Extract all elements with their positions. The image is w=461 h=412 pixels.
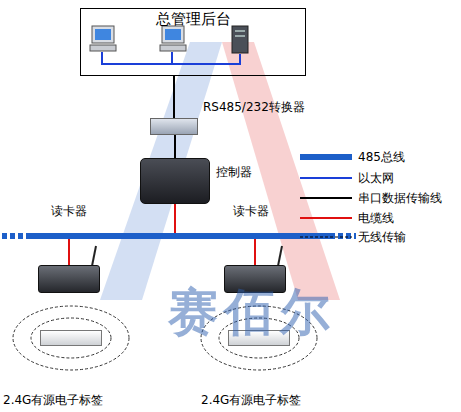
bus-dashed-end (330, 233, 356, 239)
legend-label: 以太网 (358, 171, 394, 185)
legend-label: 电缆线 (358, 211, 394, 225)
node-label: RS485/232转换器 (203, 100, 305, 114)
backend-box: 总管理后台 (80, 8, 306, 76)
node-label: 2.4G有源电子标签 (3, 393, 103, 407)
converter-device: RS485/232转换器 (150, 118, 198, 135)
node-label: 2.4G有源电子标签 (201, 393, 301, 407)
ethernet-line (102, 52, 240, 64)
node-label: 总管理后台 (81, 10, 305, 28)
node-label: 读卡器 (233, 204, 269, 218)
watermark-text: 赛佰尔 (168, 284, 336, 340)
node-label: 读卡器 (51, 204, 87, 218)
bus-line (28, 233, 330, 239)
bus-dashed-end (2, 233, 28, 239)
legend-label: 485总线 (358, 150, 405, 164)
legend-sample (300, 177, 352, 179)
connector (175, 135, 176, 158)
legend-label: 无线传输 (358, 230, 406, 244)
logo-left-leg (100, 42, 222, 300)
legend-sample (300, 197, 352, 199)
node-label: 控制器 (216, 165, 252, 179)
active-tag: 2.4G有源电子标签 (40, 330, 102, 346)
server-icon (232, 26, 248, 53)
controller-device: 控制器 (140, 158, 210, 204)
connector (174, 76, 175, 118)
antenna (278, 246, 282, 266)
legend-sample (300, 217, 352, 219)
reader-device: 读卡器 (38, 265, 100, 293)
ethernet-line (171, 52, 173, 64)
legend-sample (300, 237, 352, 238)
legend-label: 串口数据传输线 (358, 191, 442, 205)
legend-sample (300, 154, 352, 160)
computer-icon (90, 26, 116, 51)
computer-icon (160, 26, 186, 51)
antenna (92, 246, 96, 266)
